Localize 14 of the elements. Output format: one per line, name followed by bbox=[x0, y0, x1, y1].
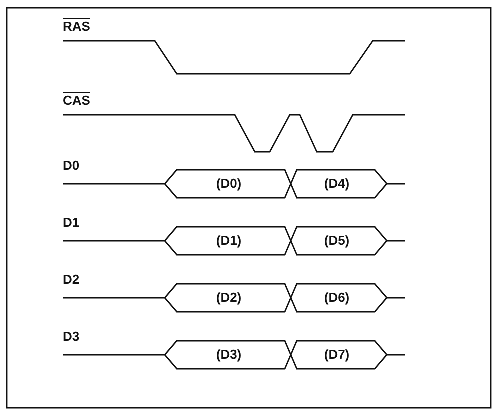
data-value-label: (D0) bbox=[216, 176, 242, 191]
data-value-label: (D1) bbox=[216, 233, 242, 248]
data-value-label: (D2) bbox=[216, 290, 242, 305]
data-value-label: (D7) bbox=[324, 347, 350, 362]
signal-name: D3 bbox=[63, 329, 80, 344]
data-value-label: (D4) bbox=[324, 176, 350, 191]
signal-name: D2 bbox=[63, 272, 80, 287]
data-value-label: (D6) bbox=[324, 290, 350, 305]
signal-name: CAS bbox=[63, 93, 90, 108]
signal-name: D1 bbox=[63, 215, 80, 230]
signal-name: RAS bbox=[63, 19, 90, 34]
data-value-label: (D5) bbox=[324, 233, 350, 248]
data-value-label: (D3) bbox=[216, 347, 242, 362]
signal-name: D0 bbox=[63, 158, 80, 173]
